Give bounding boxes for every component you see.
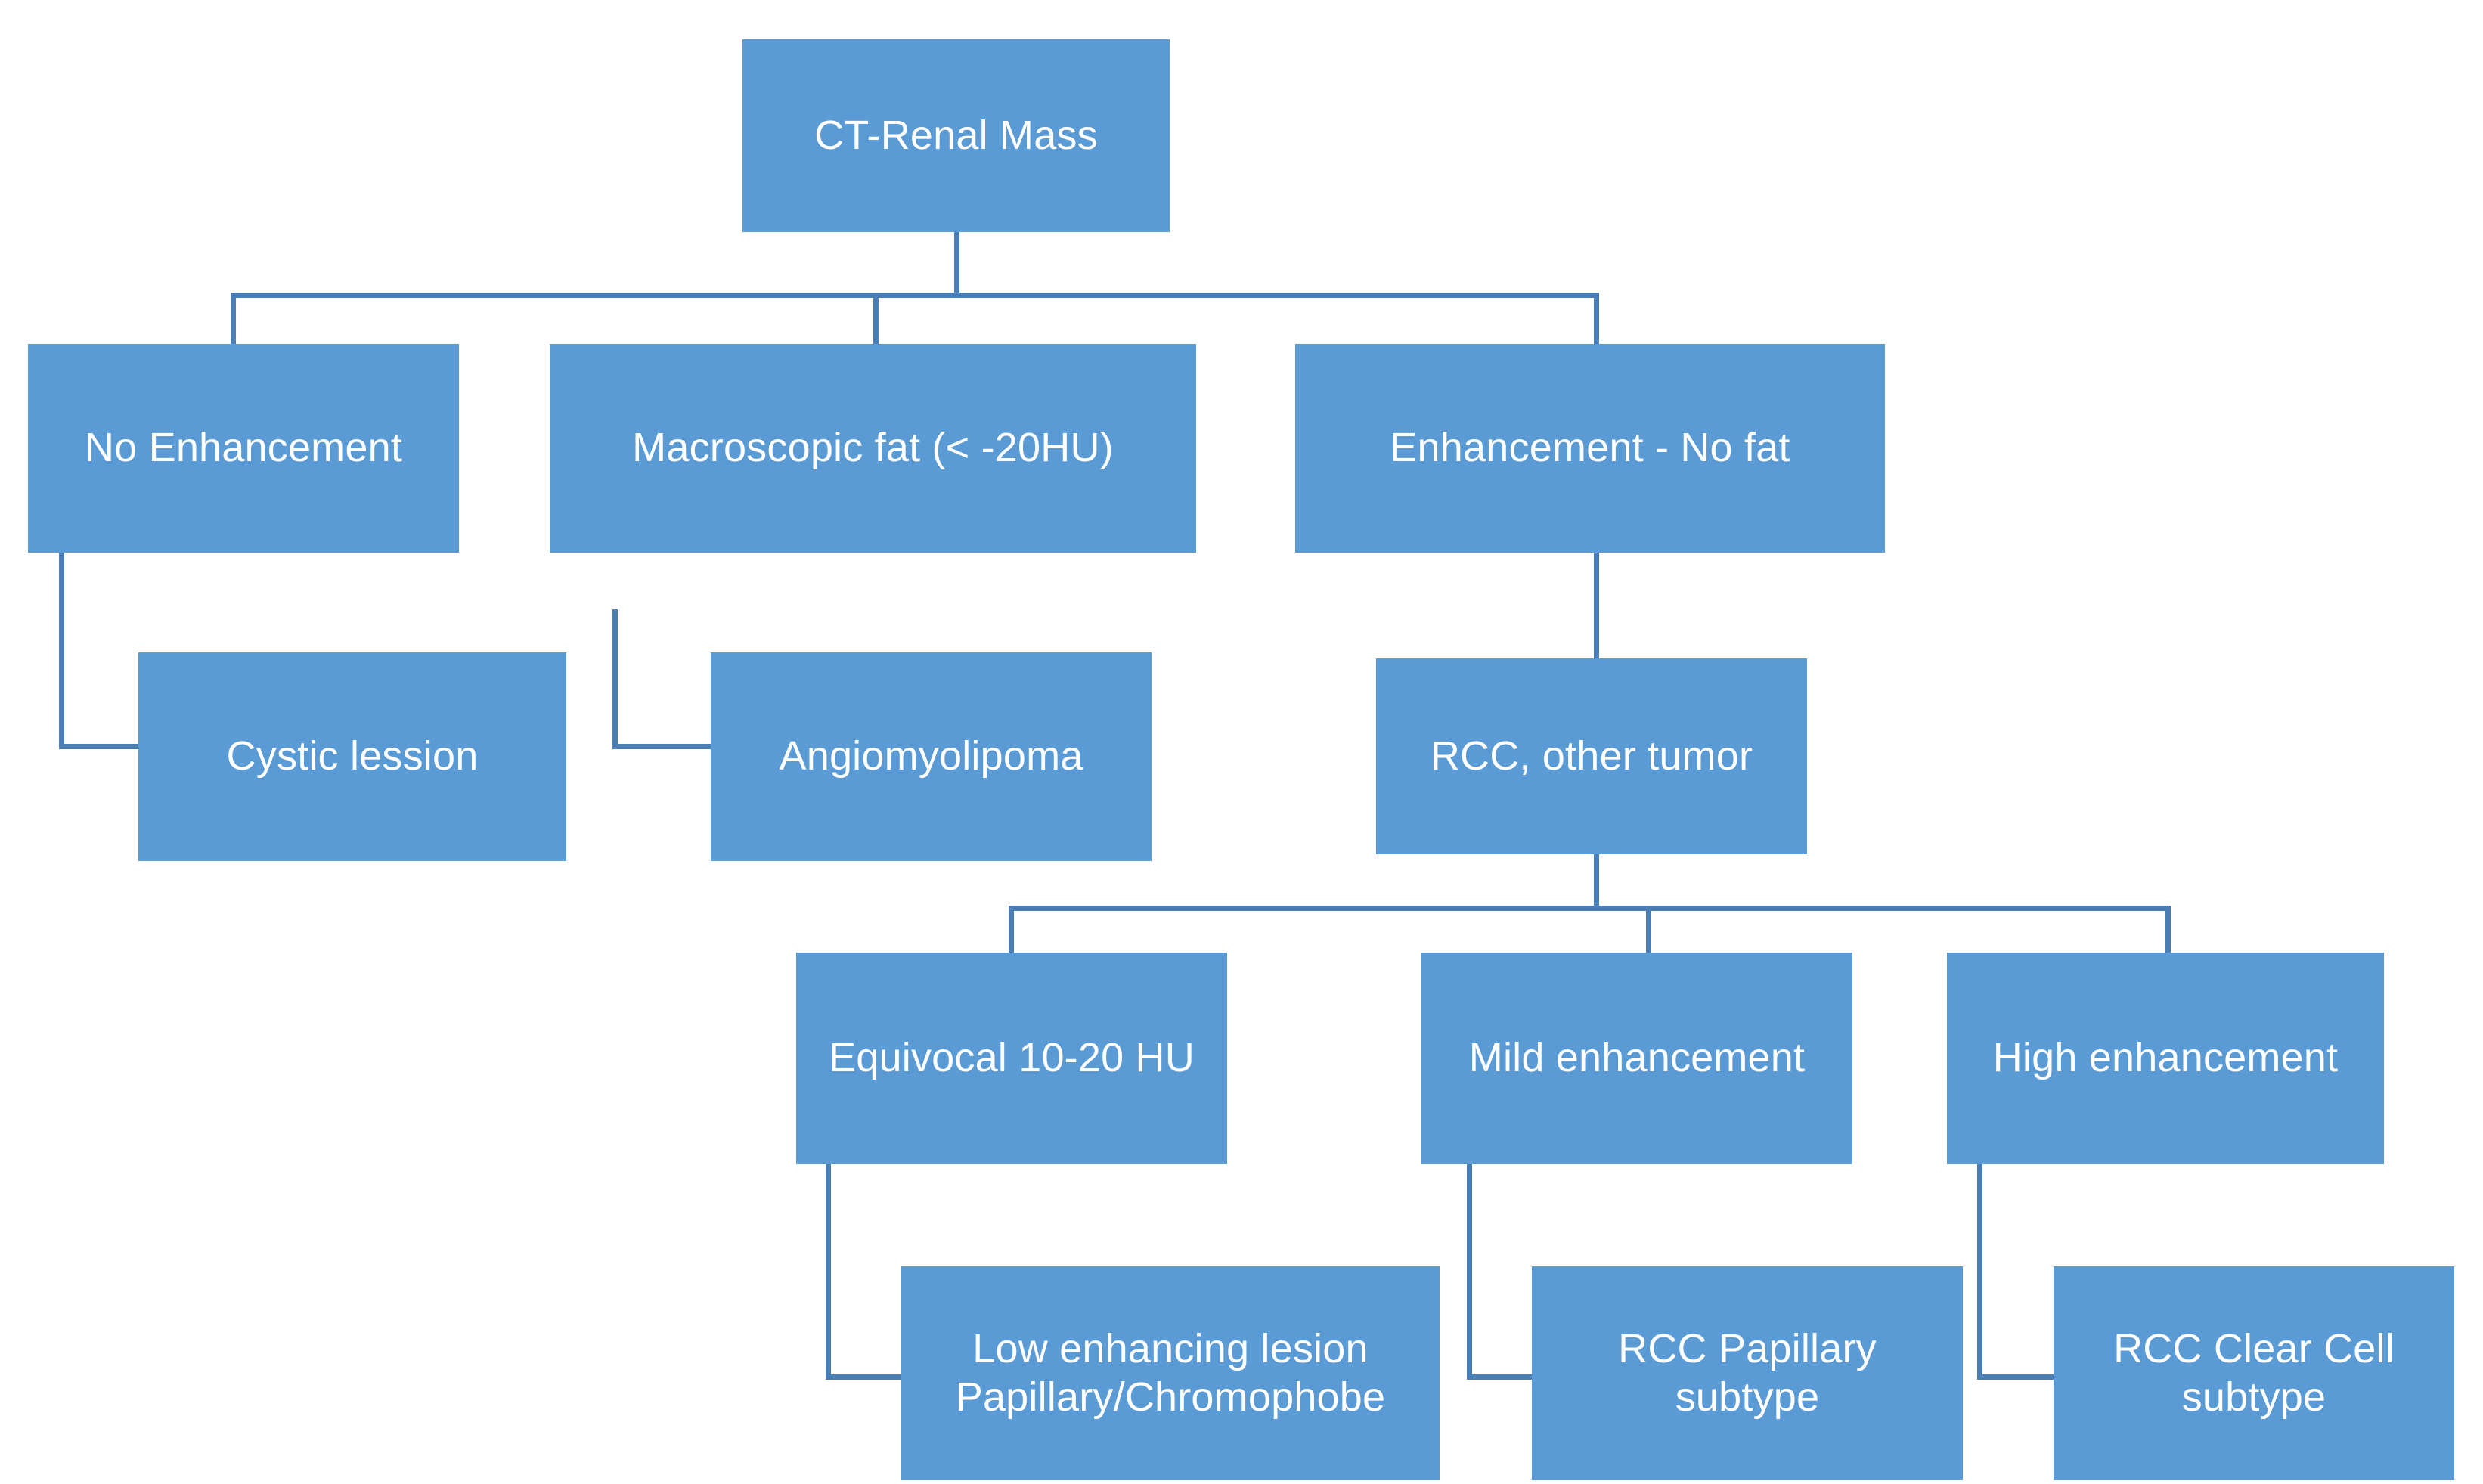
connector-rcc-stem — [1594, 854, 1599, 911]
node-rcc-clear-cell-subtype[interactable]: RCC Clear Cell subtype — [2054, 1266, 2454, 1480]
connector-angiomyolipoma-horizontal — [612, 744, 712, 749]
node-rcc-papillary-subtype[interactable]: RCC Papillary subtype — [1532, 1266, 1963, 1480]
connector-drop-mild-enhancement — [1646, 906, 1651, 953]
connector-rcc-clear-cell-horizontal — [1977, 1374, 2057, 1380]
connector-level3-bus — [1009, 906, 2171, 911]
connector-angiomyolipoma-vertical — [612, 609, 618, 749]
node-low-enhancing-lesion[interactable]: Low enhancing lesion Papillary/Chromopho… — [901, 1266, 1440, 1480]
node-cystic-lesion[interactable]: Cystic lession — [138, 652, 566, 861]
node-angiomyolipoma[interactable]: Angiomyolipoma — [711, 652, 1152, 861]
node-enhancement-no-fat[interactable]: Enhancement - No fat — [1295, 344, 1885, 553]
connector-rcc-papillary-horizontal — [1467, 1374, 1535, 1380]
node-rcc-other-tumor[interactable]: RCC, other tumor — [1376, 658, 1807, 854]
connector-rcc-clear-cell-vertical — [1977, 1164, 1982, 1380]
node-high-enhancement[interactable]: High enhancement — [1947, 953, 2384, 1164]
connector-root-stem — [954, 232, 959, 293]
connector-drop-enhancement-no-fat — [1594, 293, 1599, 344]
node-no-enhancement[interactable]: No Enhancement — [28, 344, 459, 553]
connector-cystic-horizontal — [59, 744, 144, 749]
connector-drop-high-enhancement — [2165, 906, 2171, 953]
connector-rcc-other-tumor — [1594, 553, 1599, 658]
node-equivocal[interactable]: Equivocal 10-20 HU — [796, 953, 1227, 1164]
connector-level1-bus — [231, 293, 1599, 298]
connector-drop-equivocal — [1009, 906, 1014, 953]
connector-drop-macroscopic-fat — [873, 293, 879, 344]
connector-rcc-papillary-vertical — [1467, 1164, 1472, 1380]
node-macroscopic-fat[interactable]: Macroscopic fat (< -20HU) — [550, 344, 1196, 553]
connector-cystic-vertical — [59, 553, 64, 749]
connector-low-enhancing-vertical — [826, 1164, 831, 1380]
node-mild-enhancement[interactable]: Mild enhancement — [1421, 953, 1852, 1164]
connector-drop-no-enhancement — [231, 293, 236, 344]
node-ct-renal-mass[interactable]: CT-Renal Mass — [742, 39, 1170, 232]
connector-low-enhancing-horizontal — [826, 1374, 901, 1380]
